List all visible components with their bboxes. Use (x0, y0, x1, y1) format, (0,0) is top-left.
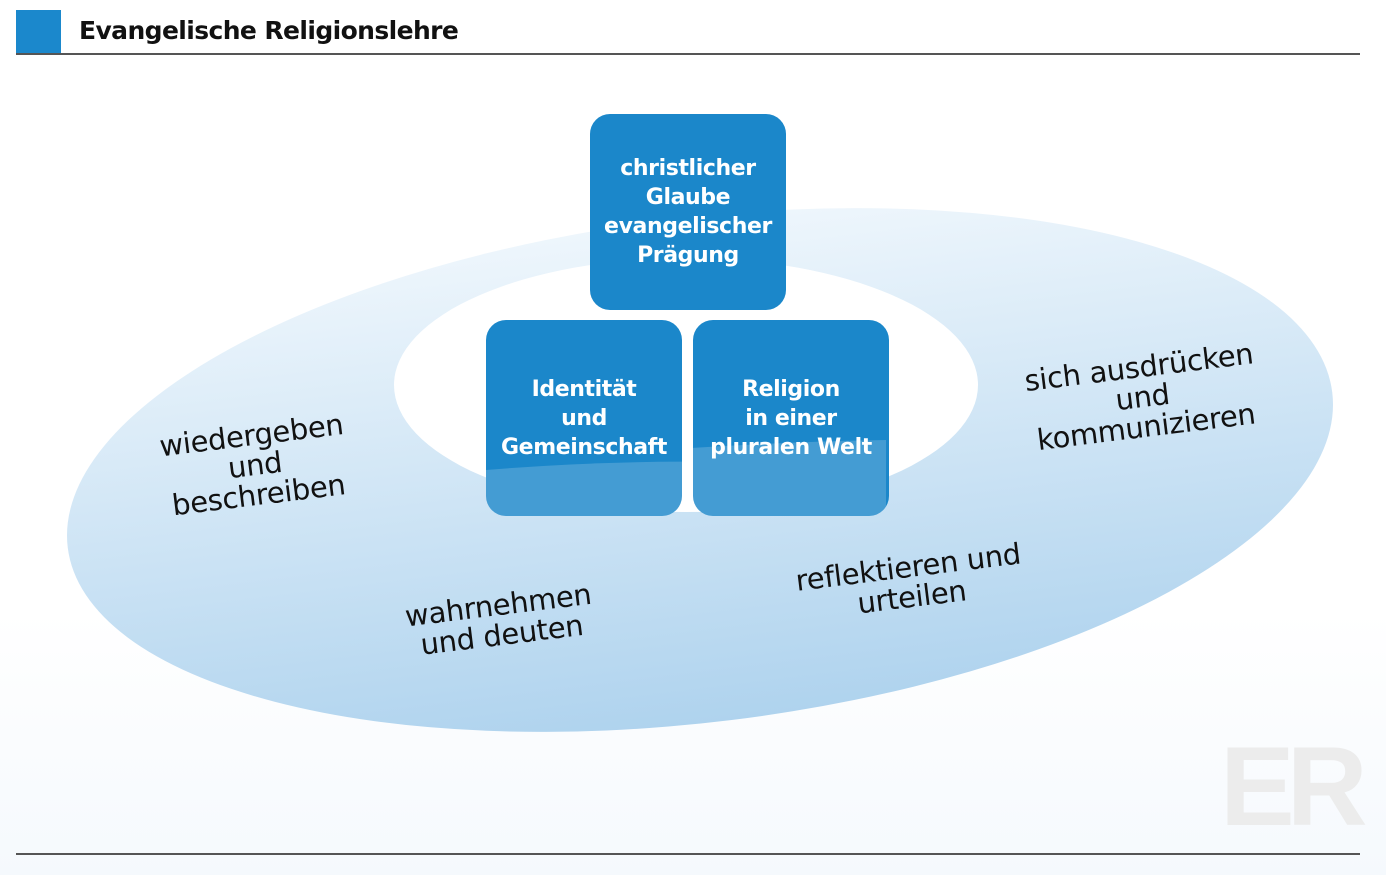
core-box-religion: Religion in einer pluralen Welt (693, 320, 889, 516)
subject-watermark: ER (1220, 724, 1368, 849)
core-box-label: christlicher Glaube evangelischer Prägun… (604, 156, 772, 268)
core-box-identitaet: Identität und Gemeinschaft (486, 320, 682, 516)
core-box-christlicher-glaube: christlicher Glaube evangelischer Prägun… (590, 114, 786, 310)
overlap-shade (486, 461, 682, 516)
header-divider (16, 53, 1360, 55)
core-box-label: Identität und Gemeinschaft (501, 376, 667, 460)
footer-divider (16, 853, 1360, 855)
header-accent-square (16, 10, 61, 54)
page-title: Evangelische Religionslehre (79, 16, 459, 45)
overlap-shade (693, 440, 886, 516)
core-box-label: Religion in einer pluralen Welt (710, 376, 872, 460)
